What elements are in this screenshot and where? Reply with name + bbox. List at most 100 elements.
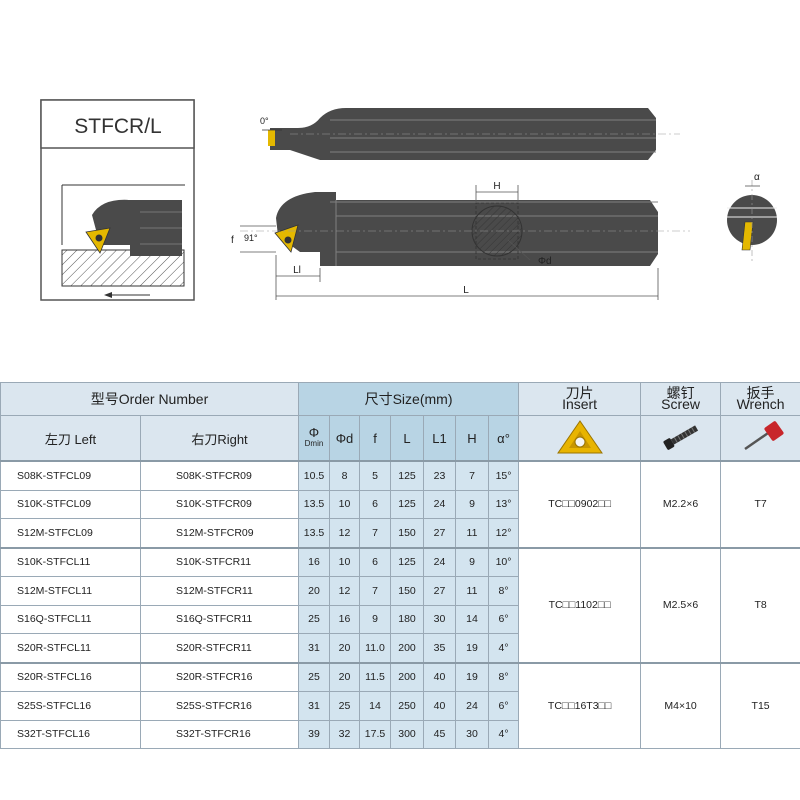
f-cell: 11.5	[359, 661, 391, 692]
application-diagram: STFCR/L	[40, 99, 195, 301]
left-model-cell: S16Q-STFCL11	[0, 604, 141, 634]
d-header: Φd	[329, 415, 360, 462]
l-dimension-label: L	[463, 285, 469, 296]
left-model-cell: S10K-STFCL11	[0, 546, 141, 577]
right-header: 右刀Right	[140, 415, 299, 462]
L1-cell: 23	[423, 460, 456, 491]
f-cell: 7	[359, 518, 391, 548]
L1-cell: 30	[423, 604, 456, 634]
screw-spec-cell: M2.2×6	[640, 460, 722, 548]
l1-dimension-label: Ll	[293, 265, 301, 276]
dmin-cell: 16	[298, 546, 330, 577]
alpha-cell: 10°	[487, 546, 520, 577]
tool-top-view: 0°	[260, 108, 680, 160]
dmin-cell: 13.5	[298, 489, 330, 519]
d-cell: 16	[329, 604, 360, 634]
f-header: f	[359, 415, 391, 462]
d-cell: 20	[329, 661, 360, 692]
insert-image-cell	[518, 415, 642, 462]
L1-header: L1	[423, 415, 456, 462]
L-cell: 250	[390, 691, 424, 721]
L-cell: 125	[390, 489, 424, 519]
d-cell: 32	[329, 719, 360, 749]
L-cell: 150	[390, 576, 424, 606]
right-model-cell: S10K-STFCR11	[140, 546, 299, 577]
h-dimension-label: H	[493, 181, 500, 192]
right-model-cell: S16Q-STFCR11	[140, 604, 299, 634]
L-cell: 150	[390, 518, 424, 548]
insert-spec-cell: TC□□1102□□	[518, 546, 642, 663]
dmin-cell: 25	[298, 604, 330, 634]
wrench-image-cell	[720, 415, 800, 462]
left-model-cell: S12M-STFCL09	[0, 518, 141, 548]
right-model-cell: S20R-STFCR16	[140, 661, 299, 692]
insert-header-cn: 刀片	[565, 385, 594, 401]
right-model-cell: S25S-STFCR16	[140, 691, 299, 721]
alpha-cell: 6°	[487, 604, 520, 634]
right-model-cell: S32T-STFCR16	[140, 719, 299, 749]
wrench-header-en: Wrench	[736, 396, 785, 412]
tool-end-view: α	[727, 172, 777, 262]
order-number-header: 型号Order Number	[0, 382, 299, 416]
L-header: L	[390, 415, 424, 462]
size-header: 尺寸Size(mm)	[297, 382, 520, 416]
screw-header-cn: 螺钉	[666, 385, 695, 401]
left-model-cell: S25S-STFCL16	[0, 691, 141, 721]
left-header: 左刀 Left	[0, 415, 141, 462]
drawing-title: STFCR/L	[74, 115, 162, 138]
alpha-cell: 12°	[487, 518, 520, 548]
f-cell: 11.0	[359, 633, 391, 663]
L-cell: 300	[390, 719, 424, 749]
right-model-cell: S10K-STFCR09	[140, 489, 299, 519]
f-cell: 6	[359, 546, 391, 577]
d-cell: 25	[329, 691, 360, 721]
d-cell: 10	[329, 546, 360, 577]
alpha-header: α°	[487, 415, 520, 462]
H-cell: 7	[455, 460, 489, 491]
screw-icon	[663, 424, 698, 450]
d-cell: 20	[329, 633, 360, 663]
alpha-cell: 4°	[487, 719, 520, 749]
angle-lead-label: 91°	[244, 233, 258, 243]
dmin-header-top: Φ	[308, 425, 320, 440]
L-cell: 125	[390, 460, 424, 491]
H-cell: 11	[455, 576, 489, 606]
L1-cell: 35	[423, 633, 456, 663]
d-cell: 12	[329, 576, 360, 606]
insert-spec-cell: TC□□16T3□□	[518, 661, 642, 749]
L1-cell: 45	[423, 719, 456, 749]
alpha-cell: 8°	[487, 661, 520, 692]
screw-header-en: Screw	[661, 396, 701, 412]
left-model-cell: S32T-STFCL16	[0, 719, 141, 749]
screw-image-cell	[640, 415, 722, 462]
L1-cell: 40	[423, 691, 456, 721]
tool-side-view: H Φd f 91° Ll L	[231, 181, 690, 300]
technical-drawing: STFCR/L 0°	[40, 99, 777, 301]
H-cell: 9	[455, 546, 489, 577]
dmin-cell: 10.5	[298, 460, 330, 491]
d-cell: 12	[329, 518, 360, 548]
d-dimension-label: Φd	[538, 256, 552, 267]
alpha-cell: 13°	[487, 489, 520, 519]
insert-header-en: Insert	[562, 396, 598, 412]
wrench-spec-cell: T15	[720, 661, 800, 749]
L1-cell: 24	[423, 546, 456, 577]
dmin-cell: 20	[298, 576, 330, 606]
left-model-cell: S10K-STFCL09	[0, 489, 141, 519]
H-header: H	[455, 415, 489, 462]
L1-cell: 24	[423, 489, 456, 519]
H-cell: 30	[455, 719, 489, 749]
L-cell: 200	[390, 661, 424, 692]
